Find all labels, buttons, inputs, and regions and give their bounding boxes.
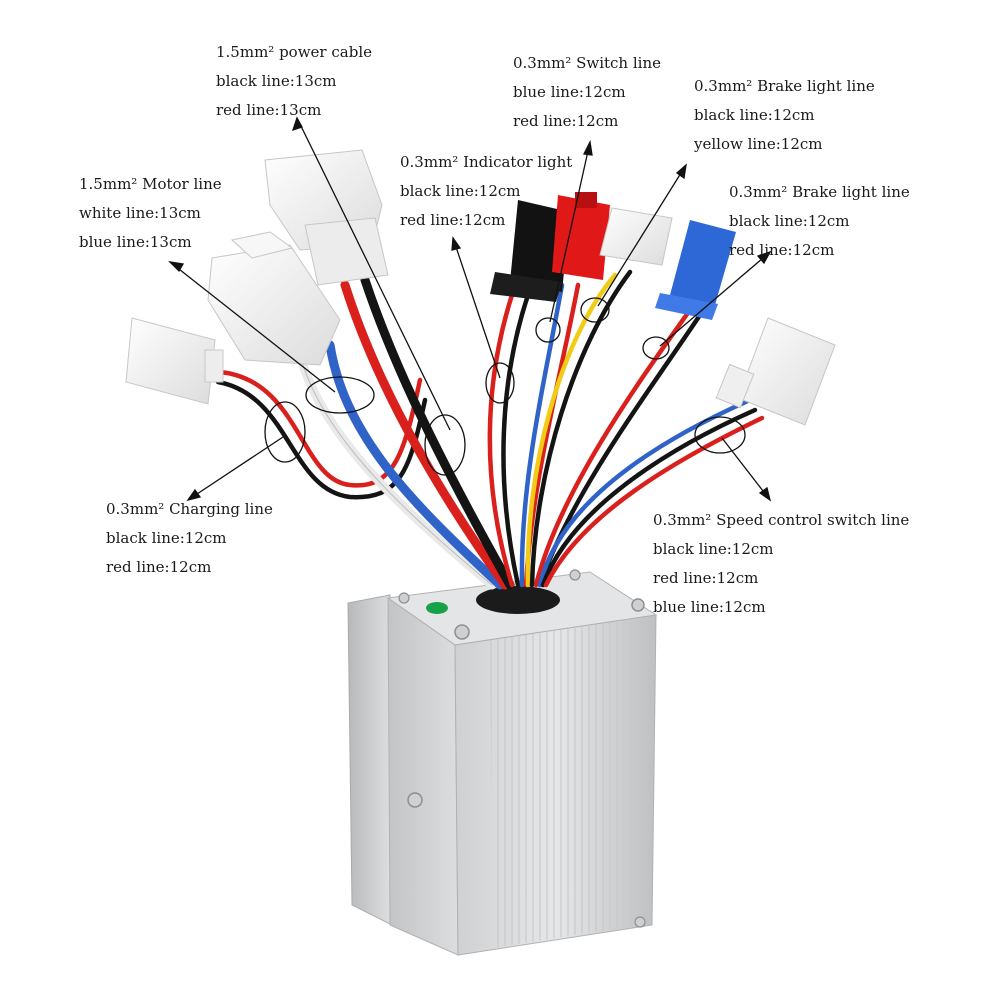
label-indicator-light-red: red line:12cm	[400, 211, 506, 229]
leader-switch	[549, 141, 591, 323]
brake1-connector	[599, 207, 673, 266]
label-indicator-light-title: 0.3mm² Indicator light	[400, 153, 573, 171]
label-power-cable-red: red line:13cm	[216, 101, 322, 119]
label-brake-light-1-black: black line:12cm	[694, 106, 815, 124]
callout-circle-power	[424, 414, 466, 476]
brake1-wire-black	[529, 269, 633, 588]
label-motor-line-white: white line:13cm	[79, 204, 201, 222]
label-brake-light-1: 0.3mm² Brake light line black line:12cm …	[694, 72, 875, 159]
arrowhead-power	[291, 116, 303, 132]
indicator-wire-red	[487, 292, 515, 588]
label-speed-control: 0.3mm² Speed control switch line black l…	[653, 506, 909, 622]
callout-circle-indicator	[485, 362, 515, 404]
speed-wire-black	[540, 407, 758, 588]
charging-connector	[125, 317, 224, 405]
callout-circle-brake1	[580, 297, 610, 323]
housing-ribs	[490, 618, 640, 948]
label-indicator-light-black: black line:12cm	[400, 182, 521, 200]
label-speed-control-black: black line:12cm	[653, 540, 774, 558]
label-charging-line-black: black line:12cm	[106, 529, 227, 547]
callout-circle-charging	[264, 401, 306, 463]
leader-lines	[168, 116, 772, 502]
speed-wire-blue	[537, 397, 753, 588]
label-brake-light-1-yellow: yellow line:12cm	[694, 135, 823, 153]
power-wire-black	[360, 275, 515, 590]
arrowhead-speed	[758, 486, 772, 502]
speed-connector	[715, 317, 836, 426]
label-power-cable-black: black line:13cm	[216, 72, 337, 90]
callout-markers	[264, 297, 746, 476]
switch-connector	[552, 192, 610, 280]
screw-front-top-right	[631, 598, 645, 612]
leader-charging	[187, 436, 284, 501]
label-brake-light-2: 0.3mm² Brake light line black line:12cm …	[729, 178, 910, 265]
motor-wire-blue	[325, 340, 505, 590]
brake2-connector	[655, 220, 736, 320]
arrowhead-brake2	[756, 250, 772, 265]
callout-circle-switch	[535, 317, 561, 343]
connectors	[125, 149, 836, 426]
switch-wire-blue	[519, 282, 565, 588]
label-brake-light-2-title: 0.3mm² Brake light line	[729, 183, 910, 201]
arrowhead-motor	[168, 261, 185, 273]
label-brake-light-1-title: 0.3mm² Brake light line	[694, 77, 875, 95]
label-speed-control-title: 0.3mm² Speed control switch line	[653, 511, 910, 529]
controller-housing	[347, 569, 658, 956]
label-brake-light-2-black: black line:12cm	[729, 212, 850, 230]
label-switch-line: 0.3mm² Switch line blue line:12cm red li…	[513, 49, 661, 136]
green-sticker	[426, 602, 448, 614]
label-switch-line-blue: blue line:12cm	[513, 83, 626, 101]
wire-bundle	[215, 269, 765, 590]
screw-side	[407, 792, 423, 808]
arrowhead-brake1	[675, 163, 687, 180]
screw-top-back	[569, 569, 581, 581]
label-indicator-light: 0.3mm² Indicator light black line:12cm r…	[400, 148, 572, 235]
leader-power	[296, 117, 451, 431]
label-motor-line-blue: blue line:13cm	[79, 233, 192, 251]
leader-speed	[721, 437, 771, 501]
charging-wire-black	[215, 379, 428, 500]
label-charging-line: 0.3mm² Charging line black line:12cm red…	[106, 495, 273, 582]
leader-indicator	[452, 237, 501, 379]
label-speed-control-blue: blue line:12cm	[653, 598, 766, 616]
label-switch-line-title: 0.3mm² Switch line	[513, 54, 661, 72]
leader-brake1	[597, 164, 687, 307]
housing-left-face	[387, 597, 459, 956]
power-wire-red	[340, 280, 510, 590]
label-motor-line: 1.5mm² Motor line white line:13cm blue l…	[79, 170, 222, 257]
indicator-wire-black	[501, 292, 531, 588]
arrowhead-charging	[186, 488, 202, 502]
screw-bottom-right	[634, 916, 646, 928]
label-switch-line-red: red line:12cm	[513, 112, 619, 130]
leader-brake2	[659, 251, 771, 347]
power-connector	[264, 149, 389, 286]
arrowhead-indicator	[451, 236, 462, 251]
callout-circle-motor	[305, 376, 375, 414]
label-charging-line-title: 0.3mm² Charging line	[106, 500, 273, 518]
label-charging-line-red: red line:12cm	[106, 558, 212, 576]
label-power-cable: 1.5mm² power cable black line:13cm red l…	[216, 38, 372, 125]
label-motor-line-title: 1.5mm² Motor line	[79, 175, 222, 193]
label-speed-control-red: red line:12cm	[653, 569, 759, 587]
screw-top-left	[398, 592, 410, 604]
label-power-cable-title: 1.5mm² power cable	[216, 43, 372, 61]
label-brake-light-2-red: red line:12cm	[729, 241, 835, 259]
leader-motor	[169, 261, 336, 393]
callout-circle-brake2	[642, 336, 670, 360]
screw-front-top-left	[454, 624, 470, 640]
arrowhead-switch	[583, 139, 593, 156]
cable-grommet	[476, 586, 560, 614]
speed-wire-red	[543, 415, 765, 588]
brake2-wire-red	[533, 307, 693, 588]
motor-wire-white-edge	[299, 354, 493, 586]
brake1-wire-yellow	[525, 272, 618, 588]
charging-wire-red	[217, 369, 423, 488]
motor-connector	[207, 231, 341, 366]
callout-circle-speed	[694, 416, 746, 454]
mounting-bracket	[347, 594, 393, 926]
